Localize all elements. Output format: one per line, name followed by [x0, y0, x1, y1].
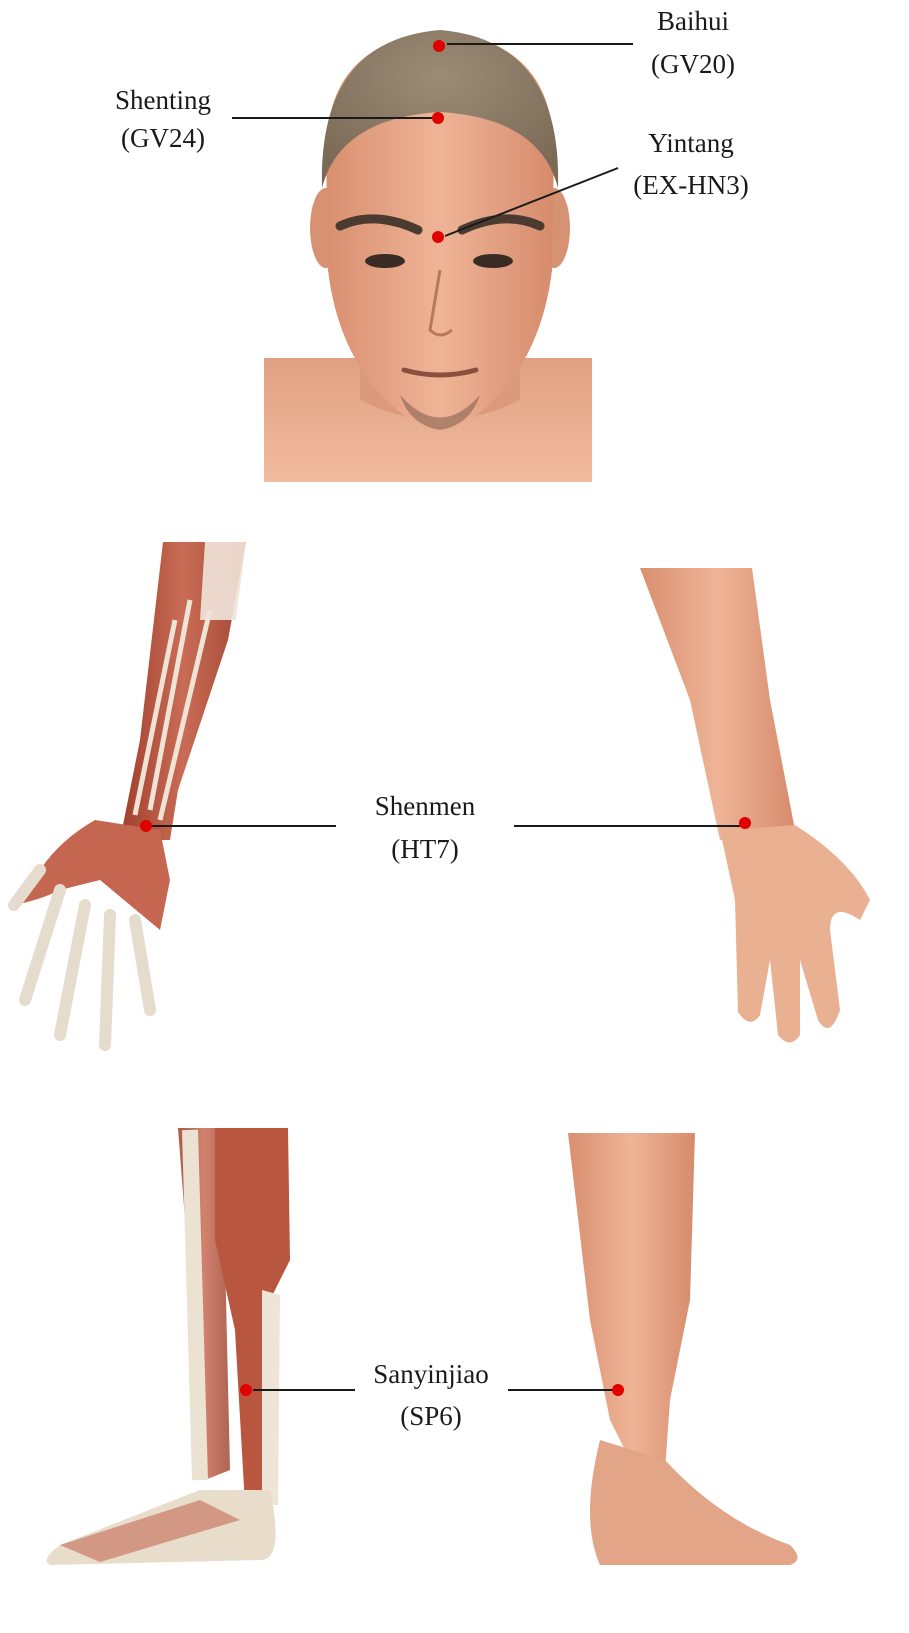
- shenting-point: [432, 112, 444, 124]
- shenmen-point-right: [739, 817, 751, 829]
- forearm-skin-illustration: [640, 568, 870, 1043]
- leg-anatomy-illustration: [47, 1128, 290, 1565]
- yintang-name: Yintang: [648, 128, 734, 158]
- hand-skin: [720, 825, 870, 1043]
- forearm-tendon: [200, 542, 246, 620]
- sanyinjiao-point-left: [240, 1384, 252, 1396]
- baihui-code: (GV20): [651, 49, 735, 79]
- foot-skin: [590, 1440, 798, 1565]
- shenting-code: (GV24): [121, 123, 205, 153]
- achilles-tendon: [262, 1290, 280, 1505]
- baihui-point: [433, 40, 445, 52]
- baihui-name: Baihui: [657, 6, 729, 36]
- sanyinjiao-name: Sanyinjiao: [373, 1359, 489, 1389]
- leg-skin-illustration: [568, 1133, 798, 1565]
- shenmen-point-left: [140, 820, 152, 832]
- left-eye: [365, 254, 405, 268]
- sanyinjiao-code: (SP6): [400, 1401, 462, 1431]
- forearm-anatomy-illustration: [14, 542, 246, 1045]
- sanyinjiao-point-right: [612, 1384, 624, 1396]
- bone-stripe: [190, 1130, 200, 1480]
- shenmen-name: Shenmen: [375, 791, 476, 821]
- head-illustration: [264, 30, 592, 482]
- right-eye: [473, 254, 513, 268]
- lower-leg-skin: [568, 1133, 695, 1480]
- yintang-code: (EX-HN3): [633, 170, 748, 200]
- yintang-point: [432, 231, 444, 243]
- shenmen-code: (HT7): [391, 834, 458, 864]
- forearm-skin: [640, 568, 795, 840]
- shenting-name: Shenting: [115, 85, 211, 115]
